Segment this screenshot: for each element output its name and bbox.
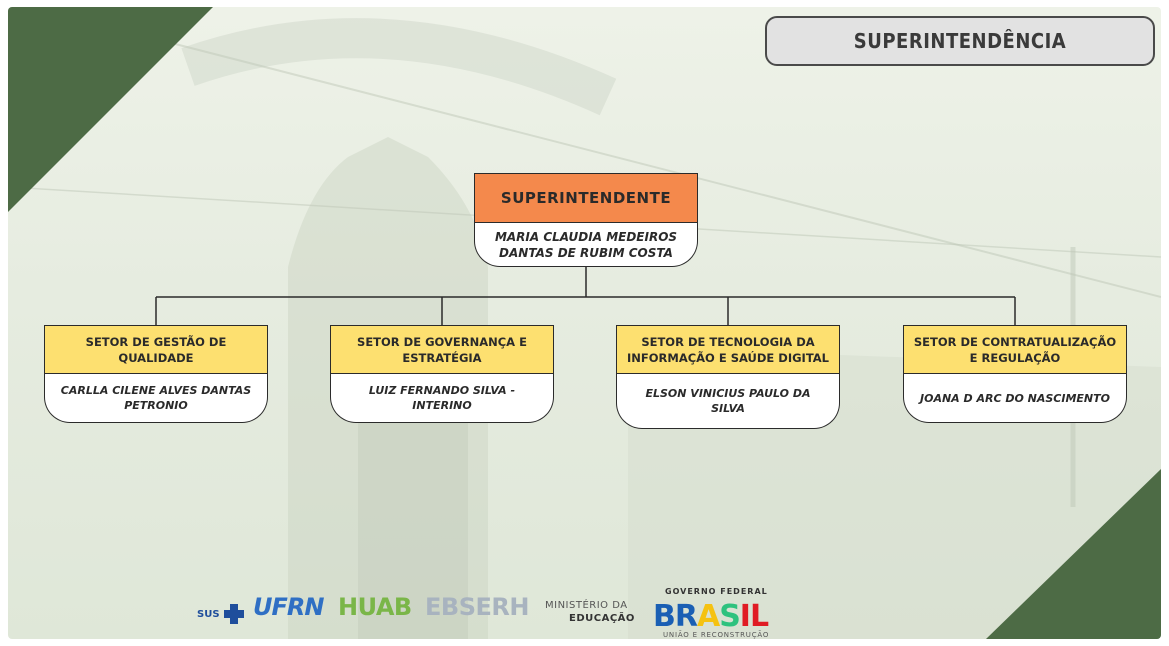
sector-title-line-1: SETOR DE TECNOLOGIA DA (641, 334, 815, 349)
sector-title-line-1: SETOR DE CONTRATUALIZAÇÃO (913, 334, 1117, 349)
sector-title: SETOR DE CONTRATUALIZAÇÃO E REGULAÇÃO (903, 325, 1127, 374)
brasil-logo: BRASIL (653, 599, 769, 634)
sector-title-line-2: QUALIDADE (118, 350, 194, 365)
sector-head-name: JOANA D ARC DO NASCIMENTO (903, 374, 1127, 423)
sector-title: SETOR DE TECNOLOGIA DA INFORMAÇÃO E SAÚD… (616, 325, 840, 374)
sector-head-name: CARLLA CILENE ALVES DANTAS PETRONIO (44, 374, 268, 423)
superintendente-node: SUPERINTENDENTE MARIA CLAUDIA MEDEIROS D… (474, 173, 698, 267)
corner-decoration-top-left (8, 7, 213, 212)
sector-title-line-2: INFORMAÇÃO E SAÚDE DIGITAL (626, 350, 829, 365)
mec-logo-line-1: MINISTÉRIO DA (545, 600, 628, 611)
sector-title-line-1: SETOR DE GOVERNANÇA E (357, 334, 527, 349)
sus-logo: SUS (197, 603, 245, 625)
sector-title: SETOR DE GOVERNANÇA E ESTRATÉGIA (330, 325, 554, 374)
sector-title-line-1: SETOR DE GESTÃO DE (85, 334, 227, 349)
brasil-logo-part-3: S (719, 599, 741, 634)
sector-name-line-1: CARLLA CILENE ALVES DANTAS (60, 384, 252, 397)
sector-head-name: ELSON VINICIUS PAULO DA SILVA (616, 374, 840, 429)
uniao-reconstrucao-label: UNIÃO E RECONSTRUÇÃO (663, 631, 770, 639)
sector-name-line-1: LUIZ FERNANDO SILVA - INTERINO (368, 384, 516, 412)
org-chart-slide: SUPERINTENDÊNCIA SUPERINTENDENTE MARIA C… (8, 7, 1161, 639)
sector-title-line-2: E REGULAÇÃO (969, 350, 1061, 365)
sector-node-tecnologia-informacao: SETOR DE TECNOLOGIA DA INFORMAÇÃO E SAÚD… (616, 325, 840, 429)
sector-title-line-2: ESTRATÉGIA (402, 350, 482, 365)
sector-node-gestao-qualidade: SETOR DE GESTÃO DE QUALIDADE CARLLA CILE… (44, 325, 268, 423)
section-title: SUPERINTENDÊNCIA (765, 16, 1155, 66)
sector-name-line-2: PETRONIO (124, 399, 188, 412)
sus-cross-icon (224, 604, 245, 624)
superintendente-name: MARIA CLAUDIA MEDEIROS DANTAS DE RUBIM C… (474, 223, 698, 267)
mec-logo-line-2: EDUCAÇÃO (569, 613, 635, 624)
superintendente-name-line-2: DANTAS DE RUBIM COSTA (499, 245, 673, 260)
superintendente-name-line-1: MARIA CLAUDIA MEDEIROS (494, 229, 678, 244)
org-connector-lines (155, 260, 1016, 325)
brasil-logo-part-2: A (696, 599, 720, 634)
sus-logo-text: SUS (197, 609, 220, 620)
sector-name-line-1: ELSON VINICIUS PAULO DA SILVA (645, 387, 811, 415)
brasil-logo-part-1: BR (653, 599, 698, 634)
sector-title: SETOR DE GESTÃO DE QUALIDADE (44, 325, 268, 374)
brasil-logo-part-4: IL (739, 599, 769, 634)
sector-head-name: LUIZ FERNANDO SILVA - INTERINO (330, 374, 554, 423)
ufrn-logo: UFRN (253, 593, 324, 621)
superintendente-title: SUPERINTENDENTE (474, 173, 698, 223)
huab-logo: HUAB (338, 593, 412, 621)
sector-name-line-1: JOANA D ARC DO NASCIMENTO (920, 391, 1110, 405)
ebserh-logo: EBSERH (425, 593, 529, 621)
corner-decoration-bottom-right (986, 469, 1161, 639)
sector-node-governanca-estrategia: SETOR DE GOVERNANÇA E ESTRATÉGIA LUIZ FE… (330, 325, 554, 423)
sector-node-contratualizacao-regulacao: SETOR DE CONTRATUALIZAÇÃO E REGULAÇÃO JO… (903, 325, 1127, 423)
partner-logos: SUS UFRN HUAB EBSERH MINISTÉRIO DA EDUCA… (193, 581, 793, 639)
governo-federal-label: GOVERNO FEDERAL (665, 587, 768, 596)
